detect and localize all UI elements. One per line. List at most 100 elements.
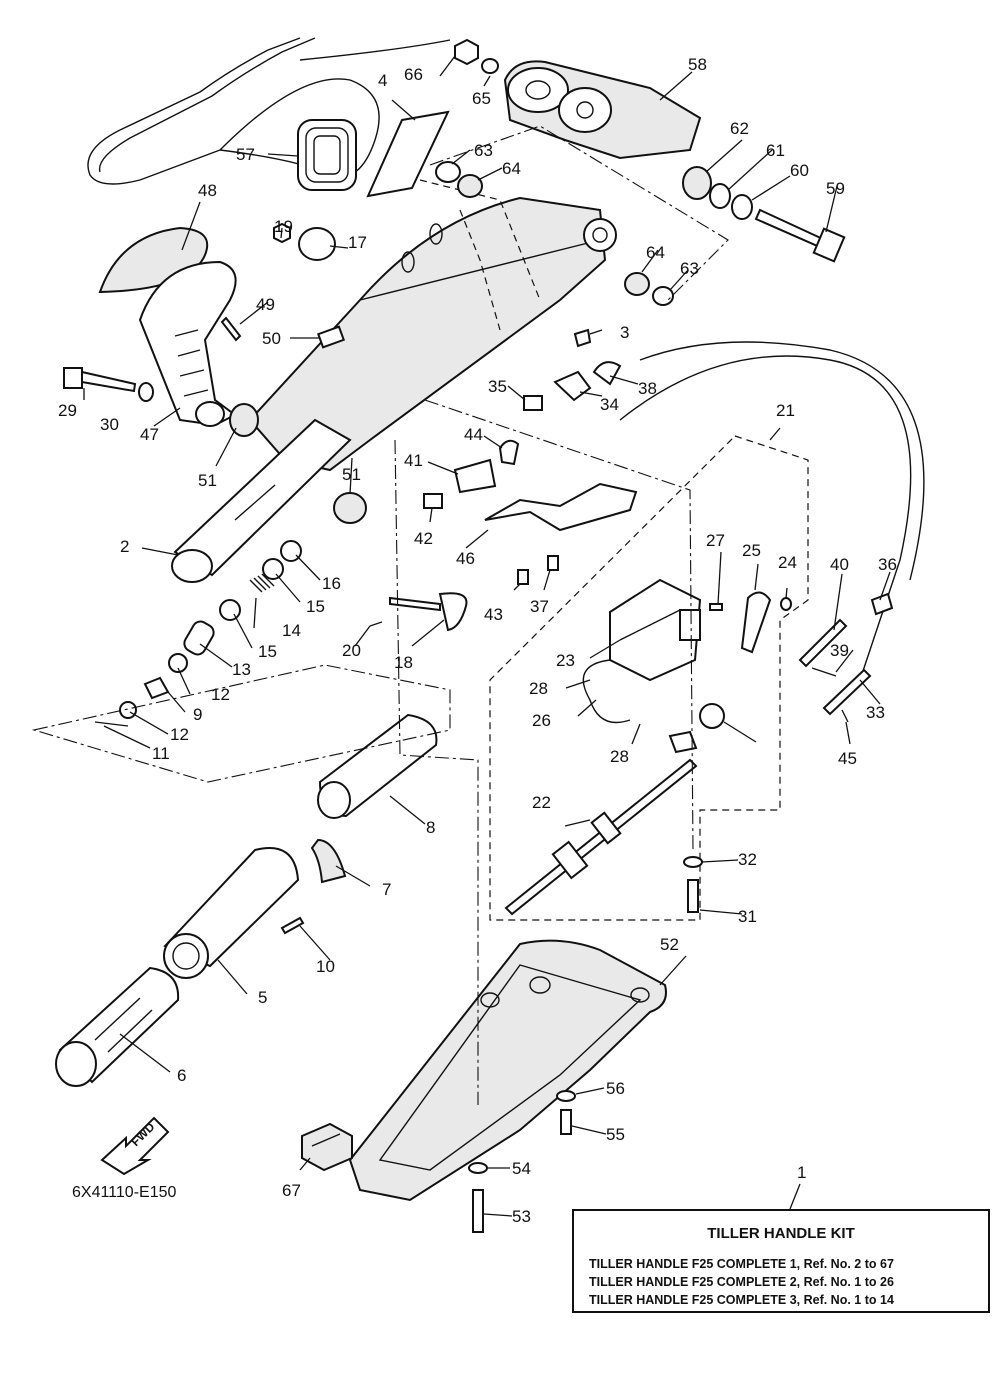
callout-31: 31 [738,907,757,926]
bushing-part-64a [457,174,483,198]
kit-title: TILLER HANDLE KIT [707,1225,855,1242]
callout-15b: 15 [258,642,277,661]
washer-part-54 [468,1162,488,1174]
callout-24: 24 [778,553,797,572]
callout-66: 66 [404,65,423,84]
callout-61: 61 [766,141,785,160]
wire-part-26 [582,659,631,724]
tiller-arm-housing [248,179,617,472]
pin-part-45 [841,709,849,723]
callout-17: 17 [348,233,367,252]
callout-6: 6 [177,1066,186,1085]
callout-2: 2 [120,537,129,556]
block-part-35 [523,395,543,411]
washer-part-56 [556,1090,576,1102]
callout-33: 33 [866,703,885,722]
clip-part-38 [592,361,622,386]
callout-55: 55 [606,1125,625,1144]
bracket-part-41 [453,458,497,494]
callout-12b: 12 [211,685,230,704]
callout-19: 19 [274,217,293,236]
washer-part-65 [481,58,499,74]
callout-38: 38 [638,379,657,398]
grip-sleeve-part-6 [55,966,180,1087]
bolt-part-55 [560,1109,572,1135]
callout-29: 29 [58,401,77,420]
callout-39: 39 [830,641,849,660]
clamp-part-34 [553,370,592,402]
kit-line-2: TILLER HANDLE F25 COMPLETE 2, Ref. No. 1… [589,1275,894,1289]
bottom-cover-part-52 [348,939,667,1202]
callout-53: 53 [512,1207,531,1226]
callout-43: 43 [484,605,503,624]
leader-lines [83,55,891,1217]
part-12a [168,653,188,673]
callout-11: 11 [152,744,170,763]
callout-15a: 15 [306,597,325,616]
pin-part-20 [369,621,383,627]
part-15b [219,599,241,621]
cable-part-36 [639,341,925,581]
bolt-part-31 [687,879,699,913]
gear-assembly [668,703,757,754]
plate-part-46 [484,482,638,532]
screw-part-37 [547,555,559,571]
part-16 [280,540,302,562]
kit-line-3: TILLER HANDLE F25 COMPLETE 3, Ref. No. 1… [589,1293,894,1307]
callout-49: 49 [256,295,275,314]
callout-16: 16 [322,574,341,593]
callout-7: 7 [382,880,391,899]
bolt-part-53 [472,1189,484,1233]
screw-part-49 [220,316,242,342]
connector-part-67 [301,1122,353,1172]
grommet-part-57 [297,119,357,191]
assembly-axis-line [394,439,479,1105]
callout-64b: 64 [646,243,665,262]
grip-inner-part-8 [317,713,438,819]
bolt-part-29 [63,367,137,393]
screw-part-27 [709,603,723,611]
tiller-handle-kit-box: TILLER HANDLE KIT TILLER HANDLE F25 COMP… [572,1209,990,1313]
callout-26: 26 [532,711,551,730]
callout-44: 44 [464,425,483,444]
callout-28a: 28 [529,679,548,698]
bushing-part-51b [333,492,367,524]
block-part-42 [423,493,443,509]
screw-part-10 [280,916,305,935]
callout-13: 13 [232,660,251,679]
shaft-part-22 [504,758,698,916]
callout-36: 36 [878,555,897,574]
callout-67: 67 [282,1181,301,1200]
bushing-part-64b [624,272,650,296]
spring-part-14 [249,573,275,593]
callout-34: 34 [600,395,619,414]
screw-part-3 [573,328,592,348]
callout-27: 27 [706,531,725,550]
callout-63b: 63 [680,259,699,278]
callout-22: 22 [532,793,551,812]
pin-part-39 [811,667,837,677]
callout-18: 18 [394,653,413,672]
bushing-part-62 [682,166,712,200]
callout-64a: 64 [502,159,521,178]
callout-51a: 51 [198,471,217,490]
callout-40: 40 [830,555,849,574]
throttle-shaft-part-2 [171,418,352,583]
lever-part-25 [740,591,772,654]
callout-65: 65 [472,89,491,108]
callout-14: 14 [282,621,301,640]
callout-47: 47 [140,425,159,444]
handle-bracket-part-47 [138,260,237,427]
callout-21: 21 [776,401,795,420]
clip-part-44 [498,439,520,466]
callout-45: 45 [838,749,857,768]
plate-part-50 [316,325,346,349]
callout-20: 20 [342,641,361,660]
washer-part-61 [709,183,731,209]
pin-part-11 [94,721,129,727]
callout-42: 42 [414,529,433,548]
callout-9: 9 [193,705,202,724]
callout-51b: 51 [342,465,361,484]
callout-58: 58 [688,55,707,74]
